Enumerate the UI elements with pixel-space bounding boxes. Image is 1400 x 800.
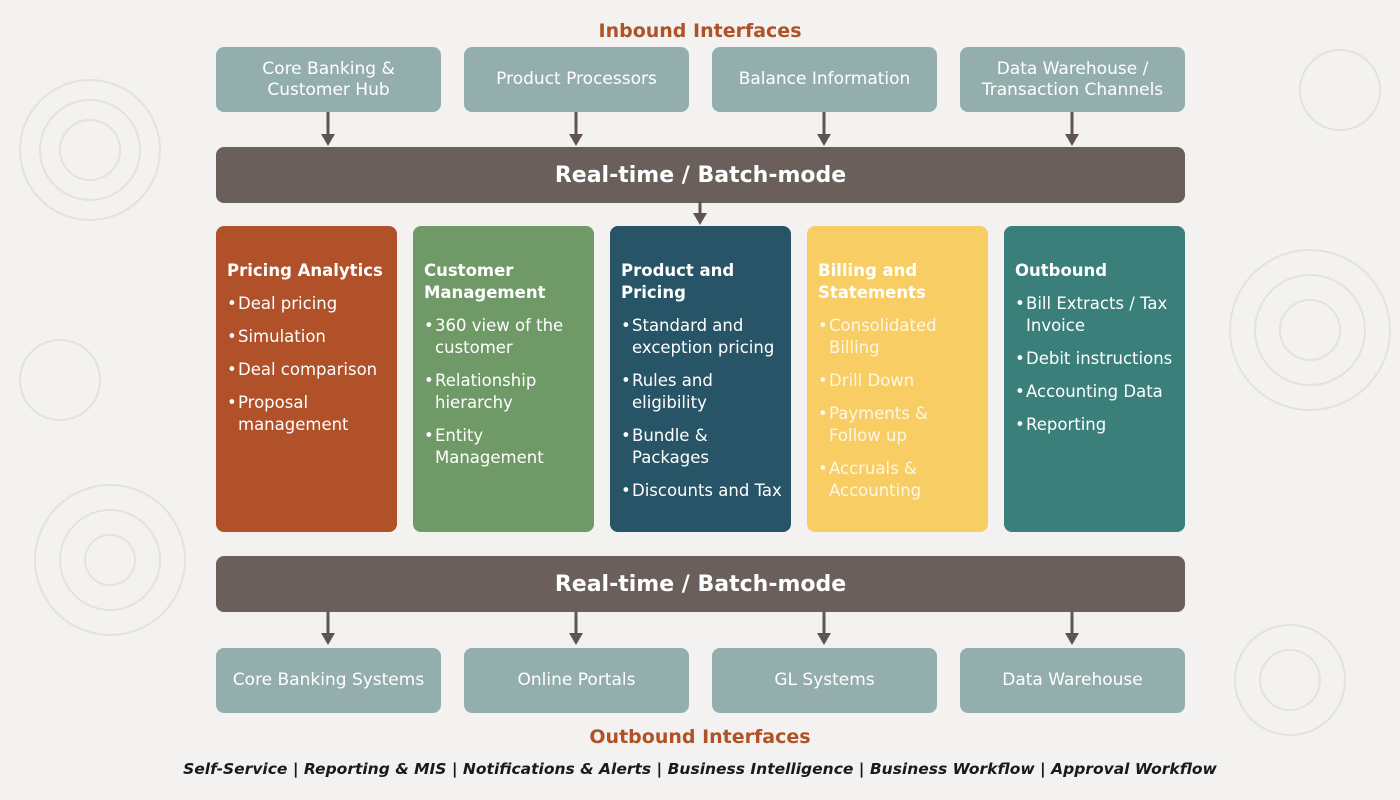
panel-title: Billing and Statements [818,261,926,302]
list-item: Proposal management [227,392,389,436]
panel-product-and-pricing: Product and Pricing Standard and excepti… [610,226,791,532]
list-item: Debit instructions [1015,348,1177,370]
outbound-label: Online Portals [517,670,636,690]
inbound-core-banking: Core Banking & Customer Hub [216,47,441,112]
outbound-online-portals: Online Portals [464,648,689,713]
panel-outbound: Outbound Bill Extracts / Tax Invoice Deb… [1004,226,1185,532]
list-item: Relationship hierarchy [424,370,586,414]
panel-title: Customer Management [424,261,546,302]
list-item: Accruals & Accounting [818,458,980,502]
list-item: Simulation [227,326,389,348]
panel-title: Product and Pricing [621,261,735,302]
top-realtime-batch-bar: Real-time / Batch-mode [216,147,1185,203]
outbound-label: Data Warehouse [1002,670,1143,690]
down-arrow-icon [569,611,583,645]
down-arrow-icon [321,611,335,645]
down-arrow-icon [693,201,707,225]
list-item: Accounting Data [1015,381,1177,403]
down-arrow-icon [817,112,831,146]
panel-title: Pricing Analytics [227,261,383,280]
list-item: Deal comparison [227,359,389,381]
list-item: Discounts and Tax [621,480,783,502]
list-item: Bill Extracts / Tax Invoice [1015,293,1177,337]
list-item: Reporting [1015,414,1177,436]
capabilities-footer: Self-Service | Reporting & MIS | Notific… [183,760,1217,778]
list-item: Payments & Follow up [818,403,980,447]
panel-customer-management: Customer Management 360 view of the cust… [413,226,594,532]
panel-billing-and-statements: Billing and Statements Consolidated Bill… [807,226,988,532]
bottom-realtime-batch-bar: Real-time / Batch-mode [216,556,1185,612]
inbound-product-processors: Product Processors [464,47,689,112]
down-arrow-icon [1065,611,1079,645]
list-item: Rules and eligibility [621,370,783,414]
list-item: Consolidated Billing [818,315,980,359]
list-item: Deal pricing [227,293,389,315]
outbound-core-banking-systems: Core Banking Systems [216,648,441,713]
outbound-label: GL Systems [774,670,875,690]
bar-label: Real-time / Batch-mode [554,571,847,597]
down-arrow-icon [569,112,583,146]
outbound-label: Core Banking Systems [232,670,425,690]
inbound-label: Data Warehouse / Transaction Channels [981,58,1164,100]
panel-pricing-analytics: Pricing Analytics Deal pricing Simulatio… [216,226,397,532]
down-arrow-icon [817,611,831,645]
list-item: Entity Management [424,425,586,469]
inbound-data-warehouse: Data Warehouse / Transaction Channels [960,47,1185,112]
inbound-interfaces-title: Inbound Interfaces [598,20,802,42]
outbound-gl-systems: GL Systems [712,648,937,713]
down-arrow-icon [321,112,335,146]
inbound-label: Balance Information [738,69,911,89]
list-item: Standard and exception pricing [621,315,783,359]
down-arrow-icon [1065,112,1079,146]
list-item: Drill Down [818,370,980,392]
list-item: Bundle & Packages [621,425,783,469]
list-item: 360 view of the customer [424,315,586,359]
inbound-label: Product Processors [496,69,657,89]
inbound-label: Core Banking & Customer Hub [262,58,395,100]
panel-title: Outbound [1015,261,1108,280]
inbound-balance-information: Balance Information [712,47,937,112]
bar-label: Real-time / Batch-mode [554,162,847,188]
outbound-data-warehouse: Data Warehouse [960,648,1185,713]
outbound-interfaces-title: Outbound Interfaces [589,726,811,748]
